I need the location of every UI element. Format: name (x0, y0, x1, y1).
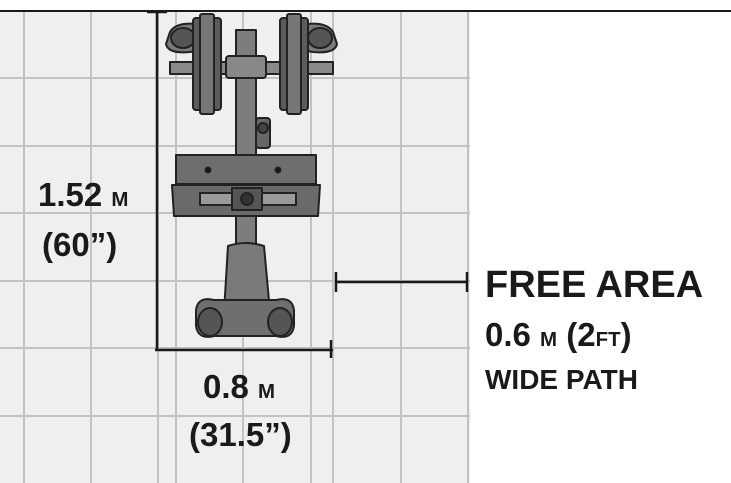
free-area-title: FREE AREA (485, 264, 704, 306)
depth-value: 1.52 (38, 176, 103, 213)
width-label: 0.8 M (203, 370, 275, 403)
free-area-unit-ft: FT (595, 328, 621, 351)
depth-label: 1.52 M (38, 178, 128, 211)
depth-imperial-label: (60”) (42, 228, 117, 261)
free-area-measure: 0.6 M (2FT) (485, 318, 632, 351)
free-area-path: WIDE PATH (485, 364, 638, 395)
width-imperial-value: (31.5”) (189, 416, 292, 453)
depth-imperial-value: (60”) (42, 226, 118, 263)
exercise-machine-top-view-icon (165, 13, 338, 338)
free-area-unit-m: M (540, 328, 558, 351)
free-area-ft-value: (2 (566, 316, 596, 353)
free-area-value: 0.6 (485, 316, 531, 353)
width-unit: M (258, 380, 276, 403)
width-imperial-label: (31.5”) (189, 418, 292, 451)
dimension-lines (147, 10, 469, 358)
depth-unit: M (111, 188, 129, 211)
width-value: 0.8 (203, 368, 249, 405)
free-area-ft-close: ) (620, 316, 632, 353)
